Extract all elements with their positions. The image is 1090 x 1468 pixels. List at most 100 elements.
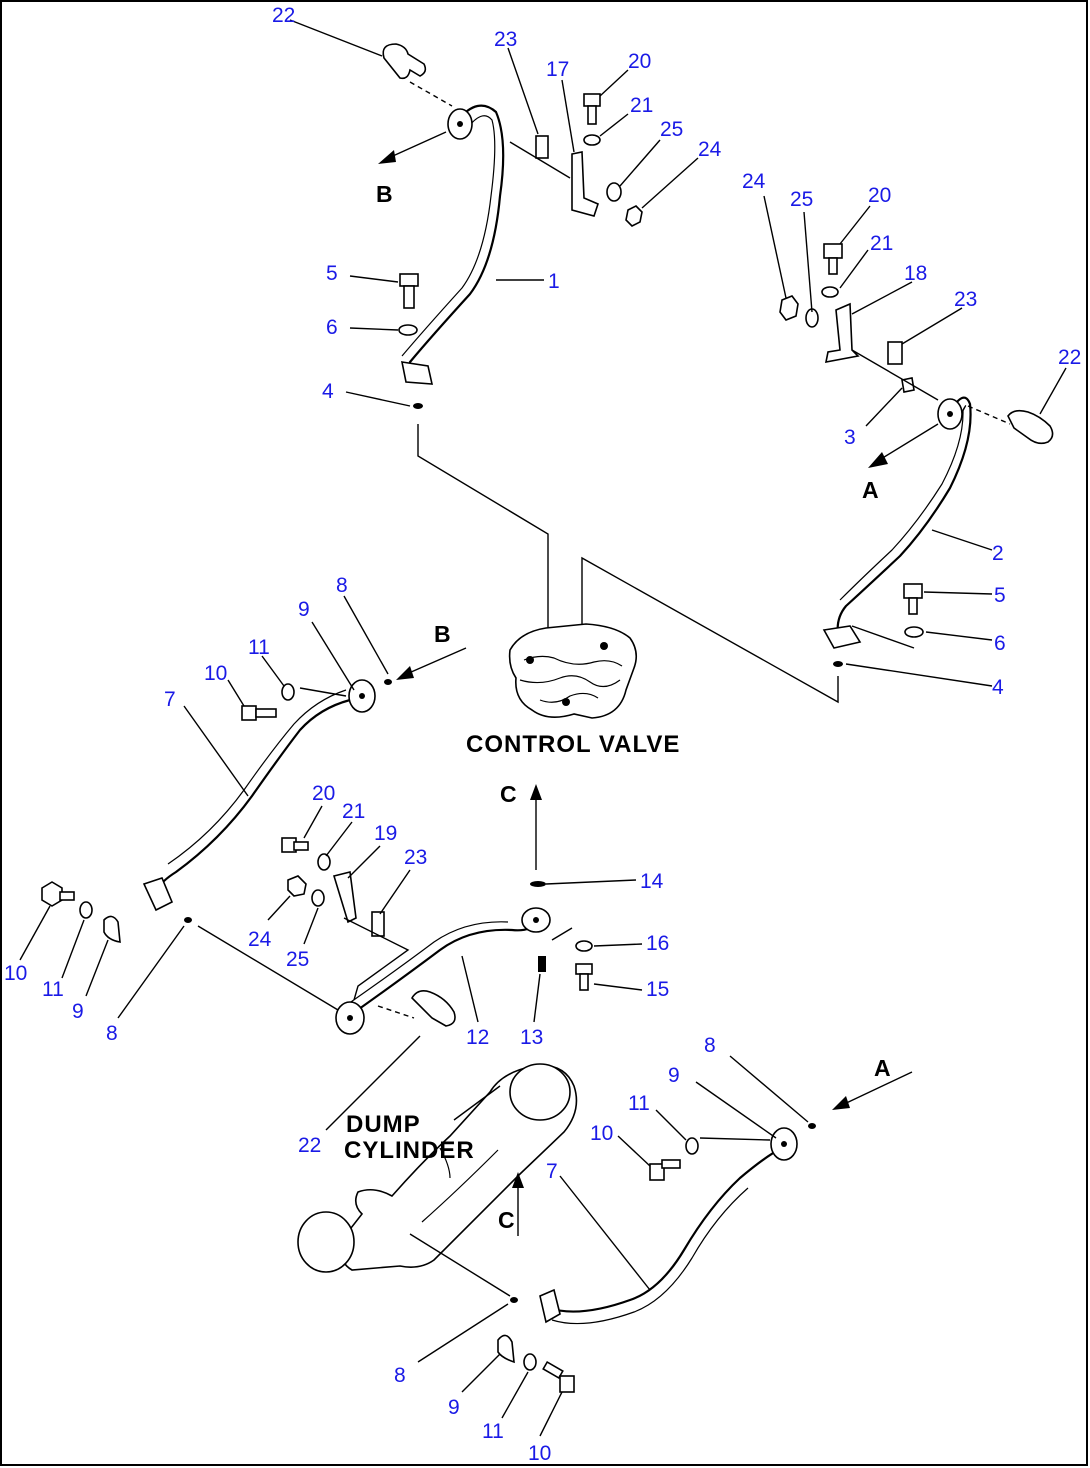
leader-8 — [417, 1303, 509, 1363]
callout-18: 18 — [904, 262, 927, 285]
callout-11: 11 — [628, 1092, 650, 1115]
leader-22 — [325, 1035, 421, 1131]
connection-pipe2-valve — [581, 556, 839, 704]
callout-9: 9 — [448, 1396, 460, 1419]
leader-8 — [729, 1055, 809, 1123]
leader-21 — [325, 821, 353, 857]
leader-10 — [227, 679, 245, 707]
callout-21: 21 — [870, 232, 893, 255]
callout-3: 3 — [844, 426, 856, 449]
pipe-2-inner — [839, 405, 967, 601]
callout-6: 6 — [994, 632, 1006, 655]
leader-18 — [851, 281, 913, 315]
callout-1: 1 — [548, 270, 560, 293]
callout-8: 8 — [704, 1034, 716, 1057]
cylinder-end-cap-icon — [509, 1063, 571, 1121]
leader-6 — [349, 327, 399, 331]
callout-21: 21 — [342, 800, 365, 823]
leader-21 — [599, 113, 629, 137]
bracket-link — [851, 349, 939, 401]
pipe-7-lower-assembly — [417, 1055, 913, 1437]
leader-25 — [619, 139, 661, 187]
clamp-bolt-line — [409, 81, 453, 107]
callout-25: 25 — [790, 188, 813, 211]
callout-9: 9 — [668, 1064, 680, 1087]
control-valve-icon — [508, 623, 638, 719]
oring-8-icon — [184, 917, 192, 923]
pipe-2-tail — [851, 625, 915, 649]
pipe-7-lower — [546, 1146, 784, 1313]
leader-14 — [545, 879, 637, 885]
washer-25-icon — [606, 182, 622, 202]
pipe-1 — [408, 104, 505, 364]
leader-4 — [345, 391, 411, 407]
pipe-1-assembly — [289, 19, 699, 660]
arrow-label-b: B — [376, 181, 393, 207]
callout-24: 24 — [742, 170, 766, 193]
leader-5 — [349, 275, 399, 283]
flange-half-9-icon — [103, 915, 121, 943]
callout-23: 23 — [494, 28, 517, 51]
flange-hole — [457, 121, 463, 127]
washer-21-icon — [317, 853, 331, 871]
leader-7 — [559, 1175, 651, 1291]
cylinder-detail — [421, 1147, 499, 1223]
clamp-22-icon — [1007, 409, 1054, 445]
arrow-b-head — [396, 666, 414, 680]
callout-23: 23 — [954, 288, 977, 311]
control-valve-detail — [519, 655, 623, 703]
bracket-19-icon — [332, 871, 357, 924]
cylinder-port-line — [409, 1233, 511, 1297]
arrow-a-line — [839, 1071, 913, 1107]
leader-20 — [599, 69, 629, 97]
bolt-20-head-icon — [583, 93, 601, 107]
leader-3 — [865, 387, 903, 427]
pipe-12-inner — [347, 921, 509, 1005]
callout-10: 10 — [528, 1442, 551, 1465]
pipe-2-assembly — [581, 195, 1067, 704]
bolt-5-head-icon — [399, 273, 419, 287]
callout-7: 7 — [546, 1160, 558, 1183]
leader-17 — [561, 79, 575, 153]
pipe-12-assembly — [197, 805, 643, 1131]
callout-10: 10 — [4, 962, 27, 985]
oring-8-icon — [384, 679, 392, 685]
bracket-link — [509, 141, 571, 179]
leader-20 — [303, 805, 323, 839]
callout-24: 24 — [698, 138, 722, 161]
bolt-10-head-icon — [559, 1375, 575, 1393]
bolt-line — [299, 687, 347, 697]
leader-23 — [507, 47, 539, 135]
bolt-line — [699, 1137, 771, 1141]
leader-9 — [85, 939, 109, 997]
oring-14-icon — [530, 881, 546, 887]
pipe-1-inner — [401, 115, 496, 357]
leader-20 — [839, 205, 871, 245]
arrow-label-a: A — [862, 477, 879, 503]
oring-4-icon — [833, 661, 843, 667]
pipe-7-upper-assembly — [19, 595, 467, 1019]
pipe-7-upper-inner — [167, 689, 347, 865]
leader-4 — [845, 663, 993, 687]
control-valve-assembly: CONTROL VALVE — [466, 623, 679, 870]
washer-25-icon — [311, 889, 325, 907]
leader-5 — [923, 591, 993, 595]
callout-9: 9 — [72, 1000, 84, 1023]
washer-6-icon — [398, 324, 418, 336]
leader-6 — [925, 631, 993, 641]
callout-11: 11 — [248, 636, 270, 659]
oring-8-icon — [808, 1123, 816, 1129]
callout-13: 13 — [520, 1026, 543, 1049]
bolt-20-shank-icon — [293, 841, 309, 851]
dump-cylinder-label-1: DUMP — [346, 1111, 421, 1138]
callout-22: 22 — [1058, 346, 1081, 369]
arrow-c-head — [530, 784, 542, 800]
callout-23: 23 — [404, 846, 427, 869]
flange-bottom-icon — [400, 361, 434, 385]
flange-half-9-icon — [497, 1334, 515, 1364]
bolt-20-shank-icon — [828, 257, 838, 275]
leader-12 — [461, 955, 479, 1023]
callout-25: 25 — [660, 118, 683, 141]
connection-pipe7-pipe12 — [197, 925, 339, 1011]
